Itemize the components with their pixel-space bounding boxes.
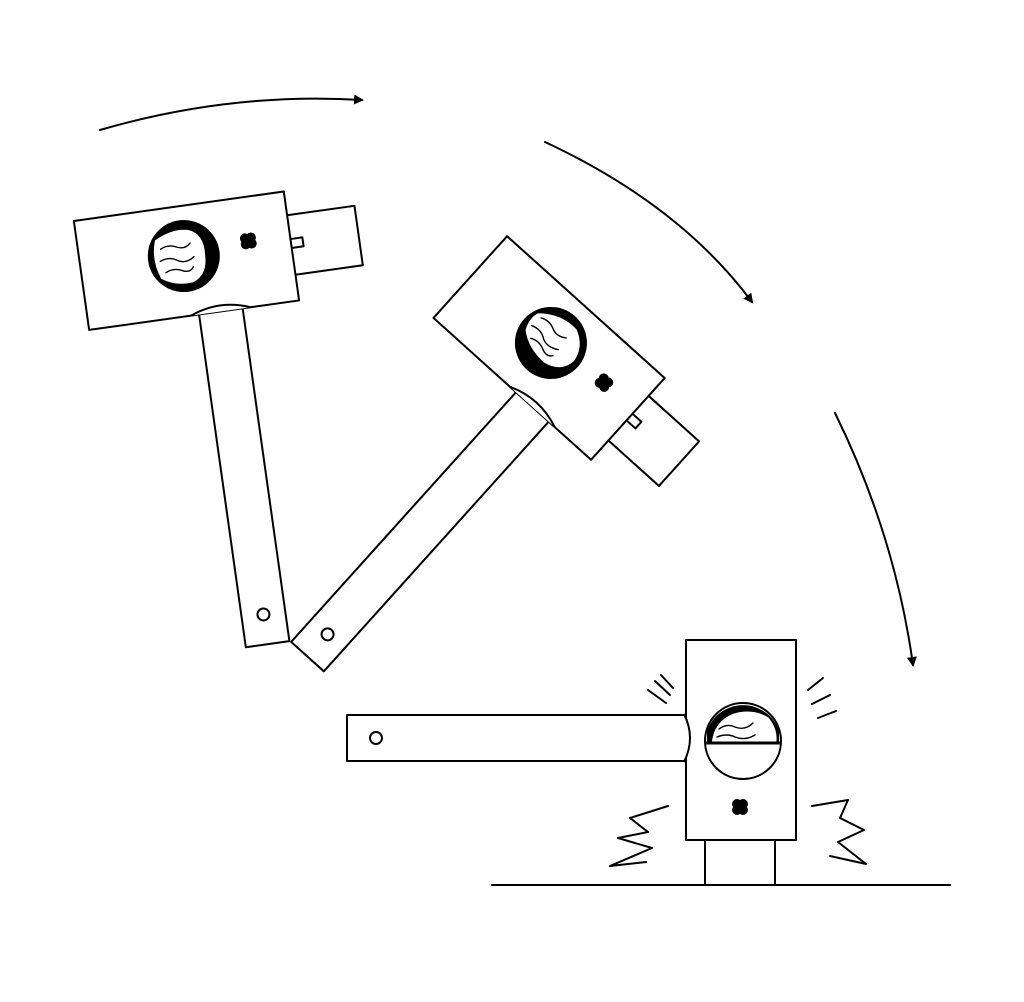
hammer-stage-3 [346, 639, 951, 886]
handle-collar [190, 303, 251, 317]
hammer-face [704, 837, 776, 886]
handle-collar [683, 713, 691, 763]
screw-icon [732, 799, 748, 815]
weight-chamber-icon [704, 702, 782, 780]
screw-icon [239, 231, 258, 250]
hammer-stage-1 [72, 190, 364, 649]
impact-burst-icon [609, 805, 669, 867]
hammer-handle [197, 303, 291, 649]
weight-chamber-icon [514, 306, 587, 379]
handle-hole [256, 607, 271, 622]
handle-hole [369, 731, 383, 745]
vibration-lines-left [647, 674, 674, 704]
handle-hole [320, 627, 335, 642]
impact-burst-icon [811, 799, 867, 865]
hammer-handle [346, 714, 688, 762]
motion-arrow-1 [99, 94, 364, 131]
motion-arrow-2 [544, 141, 754, 304]
weight-chamber-icon [147, 220, 220, 293]
motion-arrow-3 [834, 412, 917, 667]
hammer-stage-2 [290, 235, 701, 673]
vibration-lines-right [807, 677, 837, 719]
